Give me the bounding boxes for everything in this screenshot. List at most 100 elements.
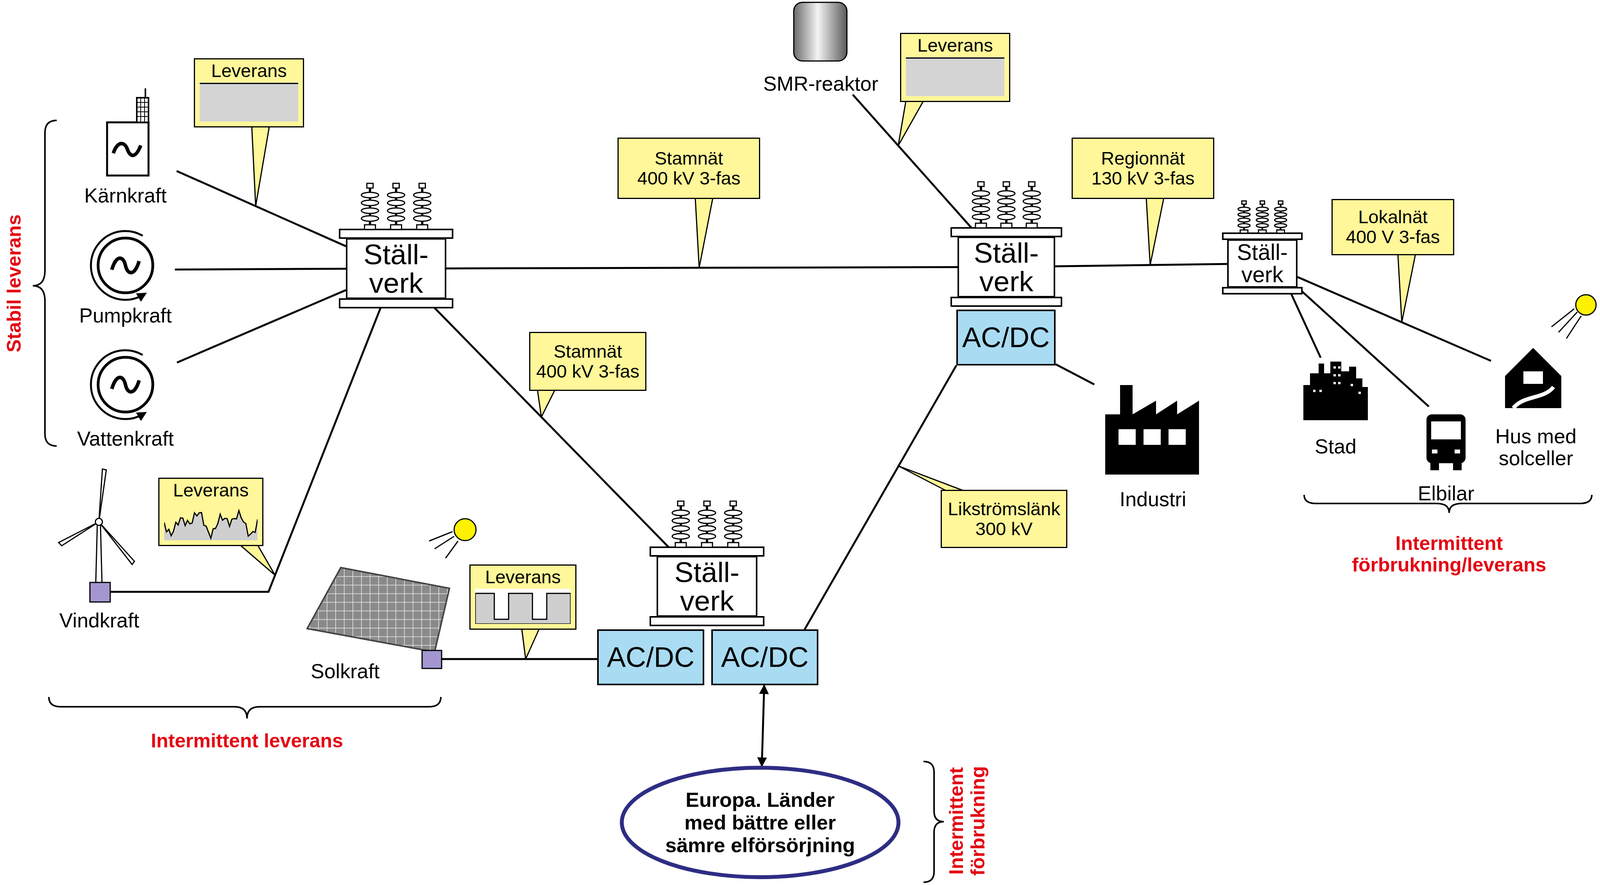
text-line: verk: [1236, 263, 1288, 286]
insulator: [1238, 200, 1251, 234]
text-line: Leverans: [211, 60, 287, 81]
wind-turbine-icon: [98, 468, 107, 522]
hydro-icon: [91, 350, 143, 419]
text-line: Leverans: [917, 35, 993, 56]
switchgear-box: Ställ- verk: [345, 238, 447, 299]
bus-icon: [1454, 449, 1461, 454]
node-label: Europa. Länder med bättre eller sämre el…: [665, 788, 855, 857]
callout-tail: [898, 100, 924, 146]
callout-box: Leverans: [193, 58, 305, 128]
nuclear-plant-icon: [113, 143, 141, 156]
category-label: Intermittent leverans: [150, 730, 344, 752]
text-line: förbrukning/leverans: [1351, 554, 1547, 576]
node-label: Ställ- verk: [973, 238, 1039, 296]
insulator: [972, 181, 990, 228]
power-line: [1055, 364, 1095, 385]
wire-stub: [441, 658, 450, 661]
callout-tail: [251, 126, 270, 206]
text-line: Vindkraft: [59, 609, 140, 632]
node-label: Leverans: [173, 480, 249, 501]
switchgear-plate: [650, 616, 764, 626]
insulator: [1256, 200, 1269, 234]
insulator: [1023, 181, 1041, 228]
power-line: [446, 266, 958, 269]
bus-icon: [1426, 414, 1466, 464]
hydro-icon: [91, 350, 153, 419]
text-line: Solkraft: [310, 660, 380, 682]
node-label: Stad: [1314, 435, 1357, 458]
text-line: 130 kV 3-fas: [1091, 168, 1195, 189]
delivery-graph: [475, 588, 571, 624]
switchgear-box: Ställ- verk: [1227, 239, 1298, 288]
hydro-icon: [98, 357, 153, 412]
nuclear-plant-icon: [136, 97, 149, 123]
power-line: [761, 685, 765, 766]
switchgear-plate: [339, 298, 453, 308]
text-line: 400 kV 3-fas: [637, 168, 741, 189]
source-icon: SMR-reaktor: [760, 1, 882, 95]
text-line: Lokalnät: [1345, 207, 1440, 228]
category-label: Intermittent förbrukning: [945, 765, 989, 876]
bus-icon: [1426, 414, 1466, 471]
wind-turbine-icon: [95, 523, 103, 584]
text-line: Stabil leverans: [3, 214, 26, 353]
switchgear-hardware: [339, 181, 1302, 626]
switchgear-plate: [951, 227, 1062, 237]
text-line: Stamnät: [536, 341, 640, 362]
text-line: Ställ-: [363, 239, 429, 269]
insulator: [1274, 200, 1287, 234]
delivery-graph: [199, 82, 299, 122]
text-line: Hus med: [1495, 425, 1577, 448]
city-icon: [1313, 367, 1361, 393]
switchgear-plate: [339, 229, 453, 239]
delivery-graph: [164, 501, 258, 541]
node-label: Leverans: [211, 60, 287, 81]
bus-icon: [1453, 462, 1462, 471]
region-ellipse: Europa. Länder med bättre eller sämre el…: [619, 765, 901, 880]
callout-box: Stamnät 400 kV 3-fas: [617, 137, 761, 199]
text-line: AC/DC: [721, 642, 809, 673]
converter-box: AC/DC: [711, 629, 819, 686]
text-line: Europa. Länder: [665, 788, 855, 811]
factory-icon: [1105, 384, 1200, 475]
node-label: Industri: [1119, 488, 1187, 511]
text-line: Vattenkraft: [76, 427, 174, 450]
insulator: [361, 183, 379, 230]
category-label: Stabil leverans: [3, 214, 26, 353]
source-icon: Stad: [1301, 357, 1370, 458]
pumped-hydro-icon: [111, 257, 140, 273]
group-brace: [32, 120, 1592, 883]
source-icon: Hus med solceller: [1490, 341, 1581, 469]
node-label: Kärnkraft: [84, 184, 167, 207]
bus-icon: [1430, 462, 1439, 471]
node-label: Leverans: [917, 35, 993, 56]
solar-panel-icon: [307, 518, 477, 669]
converter-box: AC/DC: [956, 309, 1056, 366]
power-line: [176, 170, 346, 246]
power-line: [1288, 287, 1321, 358]
callout-tail: [521, 628, 540, 659]
node-label: Ställ- verk: [1236, 241, 1288, 286]
text-line: AC/DC: [606, 642, 695, 673]
text-line: AC/DC: [962, 322, 1050, 353]
power-line: [144, 298, 385, 592]
smr-reactor-icon: [793, 2, 847, 61]
source-icon: Industri: [1094, 375, 1212, 511]
factory-icon: [1143, 429, 1161, 445]
node-label: Likströmslänk 300 kV: [947, 499, 1060, 539]
text-line: Industri: [1119, 488, 1187, 511]
node-label: AC/DC: [606, 642, 695, 673]
switchgear-box: Ställ- verk: [656, 555, 758, 617]
node-label: Stamnät 400 kV 3-fas: [637, 148, 741, 189]
converter-box: AC/DC: [597, 629, 705, 686]
bus-icon: [1431, 421, 1461, 440]
node-label: SMR-reaktor: [763, 72, 879, 95]
house-icon: [1551, 308, 1582, 339]
text-line: SMR-reaktor: [763, 72, 879, 95]
text-line: förbrukning: [967, 765, 989, 876]
group-brace: [48, 696, 441, 719]
delivery-graph: [905, 57, 1005, 97]
wind-turbine-icon: [58, 521, 99, 546]
wind-turbine-icon: [95, 518, 103, 526]
text-line: Ställ-: [973, 238, 1039, 267]
